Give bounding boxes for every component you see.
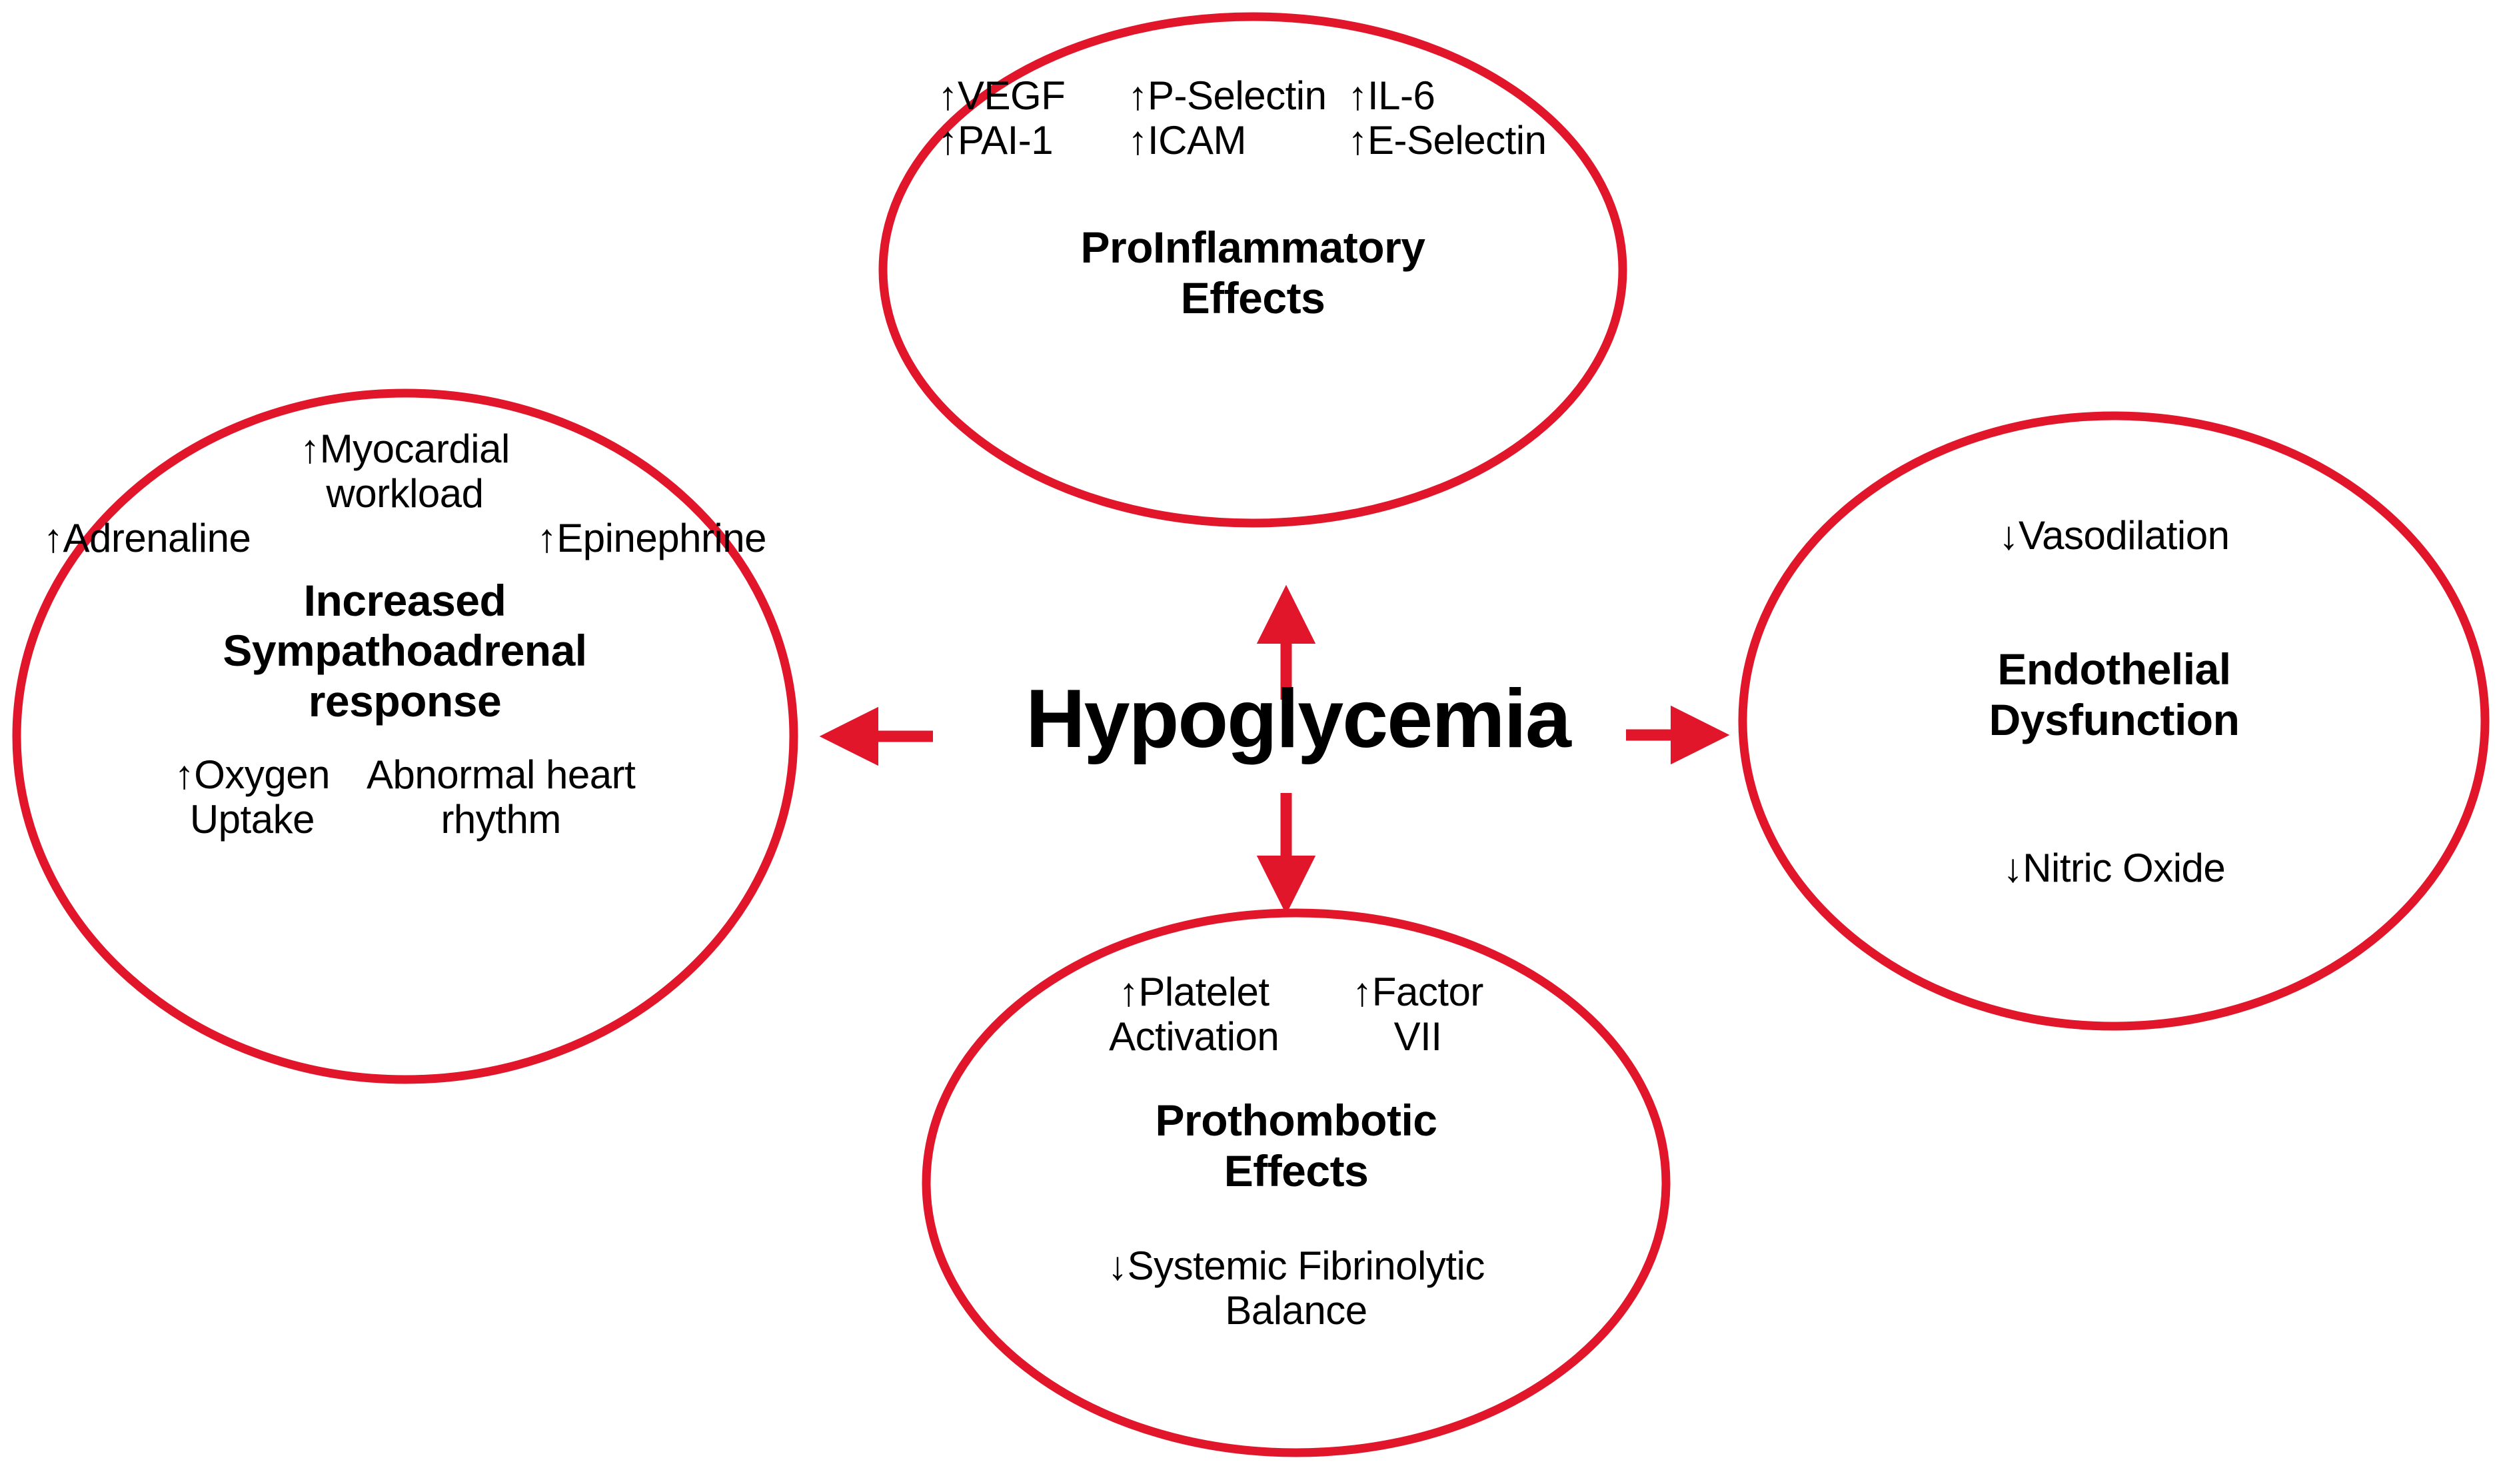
prothombotic-item-platelet-activation: ↑Platelet Activation (1109, 970, 1279, 1060)
proinflammatory-row-1: ↑VEGF ↑P-Selectin ↑IL-6 (883, 73, 1623, 118)
proinflammatory-title: ProInflammatory Effects (1080, 223, 1425, 323)
sympathoadrenal-item-epinephrine: ↑Epinephrine (536, 516, 767, 561)
prothombotic-item-systemic-fibrinolytic-balance: ↓Systemic Fibrinolytic Balance (1108, 1243, 1485, 1333)
node-prothombotic[interactable]: ↑Platelet Activation ↑Factor VII Prothom… (926, 970, 1666, 1333)
proinflammatory-item-e-selectin: ↑E-Selectin (1347, 118, 1547, 163)
endothelial-title: Endothelial Dysfunction (1989, 644, 2240, 745)
node-proinflammatory[interactable]: ↑VEGF ↑P-Selectin ↑IL-6 ↑PAI-1 ↑ICAM ↑E-… (883, 73, 1623, 324)
ellipse-sympathoadrenal[interactable] (12, 388, 798, 1084)
sympathoadrenal-title: Increased Sympathoadrenal response (223, 575, 587, 726)
proinflammatory-item-icam: ↑ICAM (1128, 118, 1247, 163)
sympathoadrenal-item-adrenaline: ↑Adrenaline (43, 516, 251, 561)
proinflammatory-item-il-6: ↑IL-6 (1347, 73, 1435, 118)
sympathoadrenal-item-myocardial-workload: ↑Myocardial workload (300, 426, 510, 516)
sympathoadrenal-item-abnormal-heart-rhythm: Abnormal heart rhythm (367, 752, 636, 842)
proinflammatory-item-vegf: ↑VEGF (938, 73, 1066, 118)
node-endothelial[interactable]: ↓Vasodilation Endothelial Dysfunction ↓N… (1743, 513, 2486, 890)
sympathoadrenal-row-hormones: ↑Adrenaline ↑Epinephrine (17, 516, 793, 560)
proinflammatory-item-p-selectin: ↑P-Selectin (1128, 73, 1327, 118)
prothombotic-row-top: ↑Platelet Activation ↑Factor VII (926, 970, 1666, 1059)
sympathoadrenal-row-lower: ↑Oxygen Uptake Abnormal heart rhythm (17, 752, 793, 842)
endothelial-item-nitric-oxide: ↓Nitric Oxide (2003, 845, 2226, 890)
prothombotic-title: Prothombotic Effects (1155, 1096, 1437, 1196)
proinflammatory-row-2: ↑PAI-1 ↑ICAM ↑E-Selectin (883, 118, 1623, 163)
ellipse-proinflammatory[interactable] (878, 12, 1627, 528)
endothelial-item-vasodilation: ↓Vasodilation (1999, 513, 2230, 558)
center-label-hypoglycemia[interactable]: Hypoglycemia (1026, 673, 1571, 765)
ellipse-endothelial[interactable] (1738, 411, 2490, 1031)
sympathoadrenal-item-oxygen-uptake: ↑Oxygen Uptake (174, 752, 331, 842)
proinflammatory-item-pai-1: ↑PAI-1 (938, 118, 1054, 163)
node-sympathoadrenal[interactable]: ↑Myocardial workload ↑Adrenaline ↑Epinep… (17, 426, 793, 842)
prothombotic-item-factor-vii: ↑Factor VII (1352, 970, 1483, 1060)
